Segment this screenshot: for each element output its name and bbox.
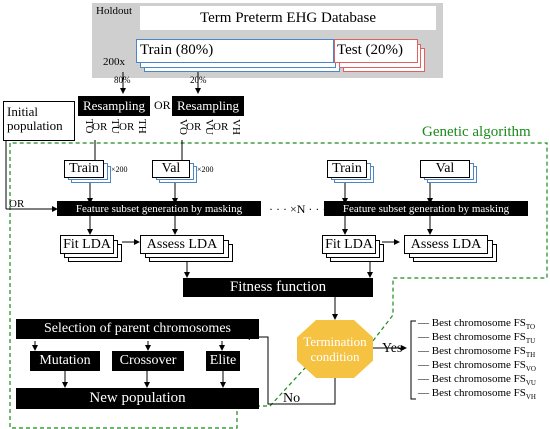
option-or: OR (92, 121, 108, 133)
train-box: Train (327, 160, 367, 178)
fit-lda-box: Fit LDA (322, 235, 376, 254)
yes-label: Yes (382, 341, 403, 356)
resampling-or: OR (154, 98, 171, 112)
val-box: Val (420, 160, 470, 178)
resampling-right: Resampling (172, 96, 244, 116)
no-label: No (283, 391, 301, 406)
train-mult: ×200 (111, 165, 128, 174)
elite-box: Elite (206, 351, 240, 371)
best-chromosome-item: — Best chromosome FSVO (418, 359, 536, 374)
assess-lda-box: Assess LDA (404, 235, 488, 254)
test-split-label: Test (20%) (337, 42, 404, 58)
crossover-box: Crossover (112, 351, 184, 371)
selection-box: Selection of parent chromosomes (16, 319, 259, 339)
train-split-box (136, 39, 334, 63)
new-population-box: New population (16, 388, 259, 409)
option-or: OR (186, 121, 202, 133)
option-VH: VH (230, 119, 242, 135)
best-chromosomes-list: — Best chromosome FSTO — Best chromosome… (418, 317, 548, 408)
option-TH: TH (136, 119, 148, 134)
best-chromosome-item: — Best chromosome FSTU (418, 331, 536, 346)
assess-lda-box: Assess LDA (140, 235, 224, 254)
repeat-n-label: · · · ×N · · · (269, 202, 327, 216)
best-chromosome-item: — Best chromosome FSVU (418, 373, 536, 388)
genetic-algorithm-label: Genetic algorithm (420, 124, 533, 140)
repeat-label: 200x (103, 56, 125, 68)
feature-subset-box: Feature subset generation by masking (324, 201, 528, 216)
test-split-box (334, 39, 418, 63)
option-or: OR (213, 121, 229, 133)
option-or: OR (119, 121, 135, 133)
database-title: Term Preterm EHG Database (140, 6, 436, 30)
fitness-function-box: Fitness function (183, 278, 373, 297)
train-split-label: Train (80%) (140, 42, 214, 58)
resampling-right-options: VO OR VU OR VH (172, 116, 244, 138)
holdout-label: Holdout (96, 5, 133, 17)
termination-condition: Termination condition (297, 320, 373, 378)
best-chromosome-item: — Best chromosome FSTO (418, 317, 536, 332)
best-chromosome-item: — Best chromosome FSVH (418, 387, 536, 402)
initial-population-box: Initial population (3, 101, 75, 141)
mutation-box: Mutation (30, 351, 100, 371)
train-box: Train (64, 160, 104, 178)
val-box: Val (152, 160, 190, 178)
feature-subset-box: Feature subset generation by masking (57, 201, 261, 216)
or-left-label: OR (9, 198, 25, 210)
best-chromosome-item: — Best chromosome FSTH (418, 345, 536, 360)
resampling-left: Resampling (78, 96, 150, 116)
val-mult: ×200 (197, 165, 214, 174)
fit-lda-box: Fit LDA (60, 235, 114, 254)
resampling-left-options: TO OR TU OR TH (78, 116, 150, 138)
pct-train-label: 80% (114, 75, 131, 85)
